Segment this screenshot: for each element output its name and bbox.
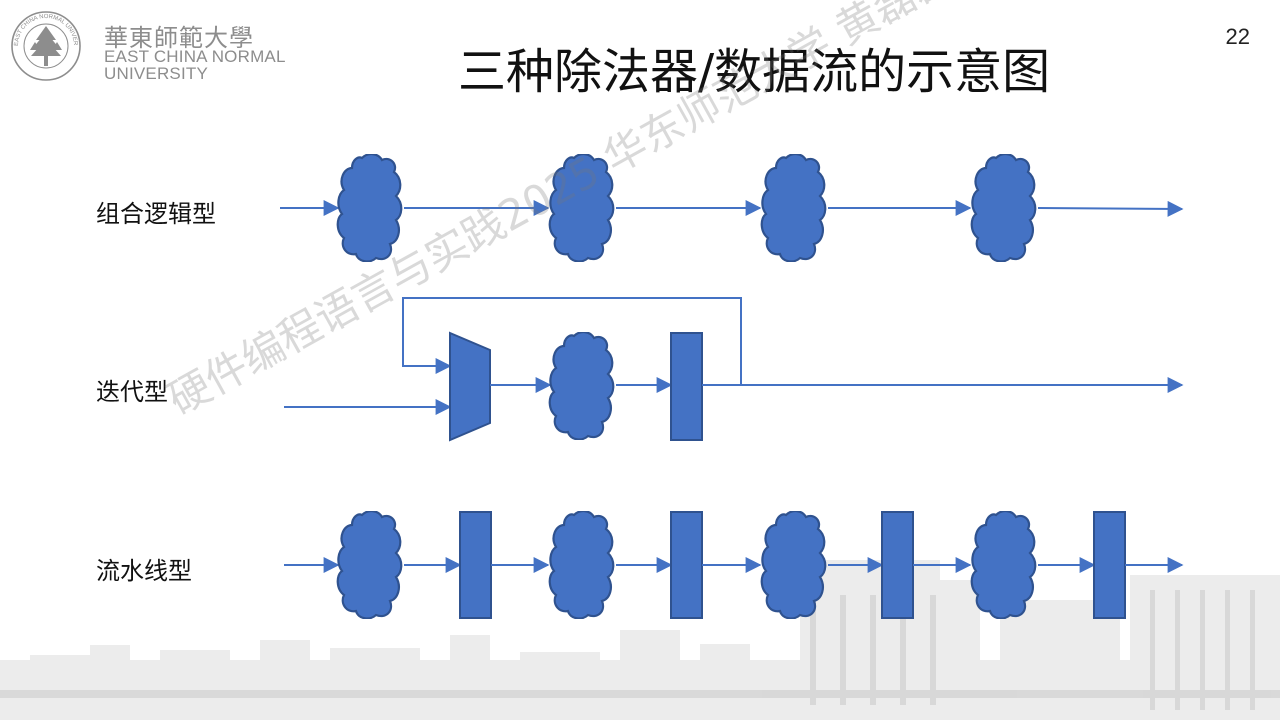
output-arrow xyxy=(1037,200,1184,217)
logic-cloud-icon xyxy=(548,154,615,262)
combinational-row xyxy=(280,154,1184,262)
logo-english-line2: UNIVERSITY xyxy=(104,64,209,83)
logic-cloud-icon xyxy=(970,511,1037,619)
row-label-iterative: 迭代型 xyxy=(96,378,168,406)
row-label-combinational: 组合逻辑型 xyxy=(96,200,216,228)
logic-cloud-icon xyxy=(760,511,827,619)
logo-chinese-name: 華東師範大學 xyxy=(104,24,254,52)
register-icon xyxy=(670,511,703,619)
multiplexer-icon xyxy=(449,331,491,442)
pipeline-row xyxy=(284,511,1184,619)
feedback-loop-arrow xyxy=(402,297,742,385)
university-seal-icon: EAST CHINA NORMAL UNIVERSITY xyxy=(8,8,81,81)
iterative-row xyxy=(284,297,1184,442)
logic-cloud-icon xyxy=(548,511,615,619)
logic-cloud-icon xyxy=(336,154,403,262)
slide-title: 三种除法器/数据流的示意图 xyxy=(458,44,1051,100)
logic-cloud-icon xyxy=(336,511,403,619)
register-icon xyxy=(881,511,914,619)
logic-cloud-icon xyxy=(970,154,1037,262)
register-icon xyxy=(459,511,492,619)
logic-cloud-icon xyxy=(548,332,615,440)
logo-english-line1: EAST CHINA NORMAL xyxy=(104,47,286,66)
university-logo: EAST CHINA NORMAL UNIVERSITY 華東師範大學 EAST… xyxy=(8,8,298,83)
row-label-pipeline: 流水线型 xyxy=(96,557,192,585)
campus-buildings-background xyxy=(0,560,1280,720)
register-icon xyxy=(1093,511,1126,619)
page-number: 22 xyxy=(1225,24,1250,49)
logic-cloud-icon xyxy=(760,154,827,262)
register-icon xyxy=(670,332,703,441)
